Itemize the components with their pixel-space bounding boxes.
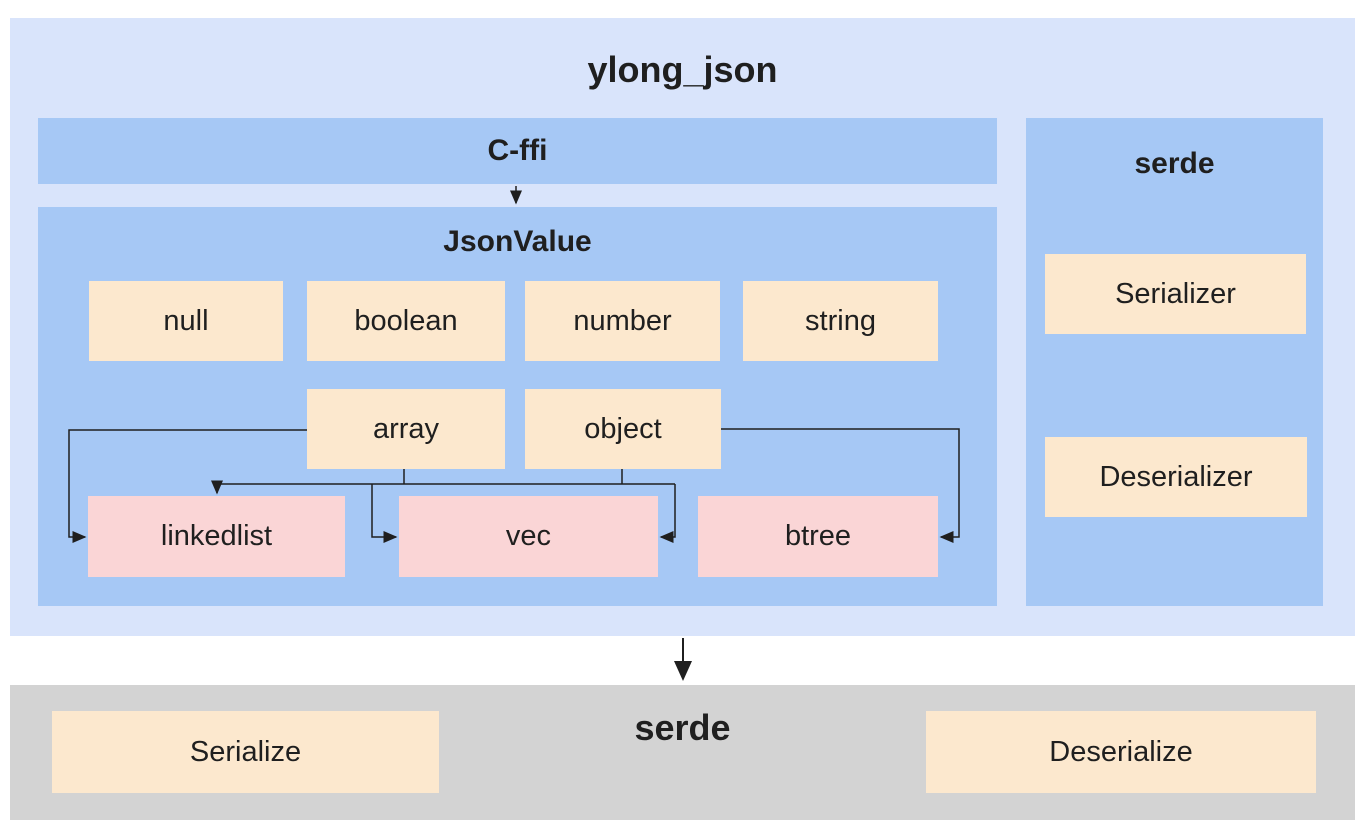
- impl-box-vec: vec: [399, 496, 658, 577]
- serialize-box: Serialize: [52, 711, 439, 793]
- deserialize-label: Deserialize: [1049, 735, 1193, 768]
- serializer-label: Serializer: [1115, 277, 1236, 310]
- type-box-array: array: [307, 389, 505, 469]
- cffi-label: C-ffi: [487, 134, 548, 167]
- serializer-box: Serializer: [1045, 254, 1306, 334]
- impl-box-btree: btree: [698, 496, 938, 577]
- type-label: array: [372, 412, 440, 445]
- serde-adapter-title: serde: [1134, 147, 1215, 180]
- cffi-bar: C-ffi: [38, 118, 997, 184]
- type-label: object: [584, 412, 662, 445]
- type-label: number: [573, 304, 672, 337]
- type-box-string: string: [743, 281, 938, 361]
- type-box-number: number: [525, 281, 720, 361]
- deserializer-box: Deserializer: [1045, 437, 1307, 517]
- deserialize-box: Deserialize: [926, 711, 1316, 793]
- type-label: null: [163, 304, 209, 337]
- impl-label: linkedlist: [160, 520, 273, 552]
- type-box-boolean: boolean: [307, 281, 505, 361]
- serde-adapter-panel: [1026, 118, 1323, 606]
- serialize-label: Serialize: [189, 735, 302, 768]
- serde-crate-title: serde: [634, 707, 731, 748]
- impl-label: btree: [784, 520, 852, 552]
- type-box-object: object: [525, 389, 721, 469]
- impl-label: vec: [505, 520, 552, 552]
- type-label: boolean: [354, 304, 458, 337]
- type-label: string: [805, 304, 876, 337]
- type-box-null: null: [89, 281, 283, 361]
- jsonvalue-title: JsonValue: [443, 225, 592, 258]
- ylong-json-title: ylong_json: [587, 49, 778, 90]
- impl-box-linkedlist: linkedlist: [88, 496, 345, 577]
- deserializer-label: Deserializer: [1099, 460, 1253, 493]
